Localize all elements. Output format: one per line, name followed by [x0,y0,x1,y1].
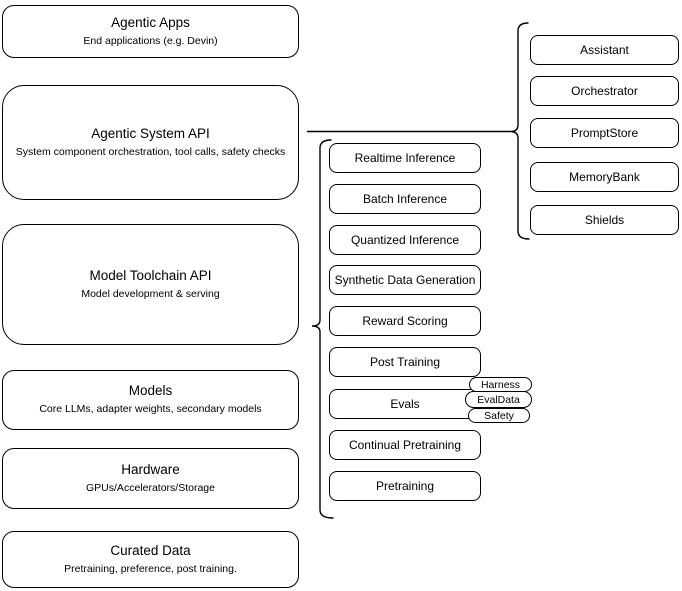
box-model-toolchain-api: Model Toolchain API Model development & … [2,224,299,345]
box-title: Curated Data [110,542,191,558]
box-title: Agentic Apps [111,14,190,30]
service-box-pretraining: Pretraining [329,471,481,501]
service-box-continual-pretraining: Continual Pretraining [329,430,481,460]
component-box-orchestrator: Orchestrator [530,76,679,106]
service-box-quantized-inference: Quantized Inference [329,225,481,255]
box-subtitle: Model development & serving [81,287,220,300]
component-box-assistant: Assistant [530,35,679,65]
box-agentic-system-api: Agentic System API System component orch… [2,85,299,200]
box-subtitle: System component orchestration, tool cal… [15,145,286,158]
box-subtitle: End applications (e.g. Devin) [83,34,218,47]
service-box-synthetic-data-generation: Synthetic Data Generation [329,265,481,295]
component-box-promptstore: PromptStore [530,118,679,148]
box-curated-data: Curated Data Pretraining, preference, po… [2,531,299,588]
box-hardware: Hardware GPUs/Accelerators/Storage [2,448,299,509]
box-title: Models [128,383,173,399]
box-subtitle: GPUs/Accelerators/Storage [86,481,215,494]
component-box-shields: Shields [530,205,679,235]
brace-system-components [510,22,530,240]
component-box-memorybank: MemoryBank [530,162,679,192]
tag-pill-harness: Harness [469,377,532,392]
service-box-batch-inference: Batch Inference [329,184,481,214]
box-subtitle: Core LLMs, adapter weights, secondary mo… [39,403,262,416]
box-title: Agentic System API [91,125,210,141]
tag-pill-evaldata: EvalData [465,391,532,408]
service-box-post-training: Post Training [329,347,481,377]
tag-pill-safety: Safety [468,408,530,423]
box-agentic-apps: Agentic Apps End applications (e.g. Devi… [2,5,299,58]
box-subtitle: Pretraining, preference, post training. [64,562,237,575]
box-title: Hardware [121,461,180,477]
service-box-reward-scoring: Reward Scoring [329,306,481,336]
box-title: Model Toolchain API [89,267,212,283]
service-box-realtime-inference: Realtime Inference [329,143,481,173]
box-models: Models Core LLMs, adapter weights, secon… [2,370,299,430]
service-box-evals: Evals [329,389,481,419]
